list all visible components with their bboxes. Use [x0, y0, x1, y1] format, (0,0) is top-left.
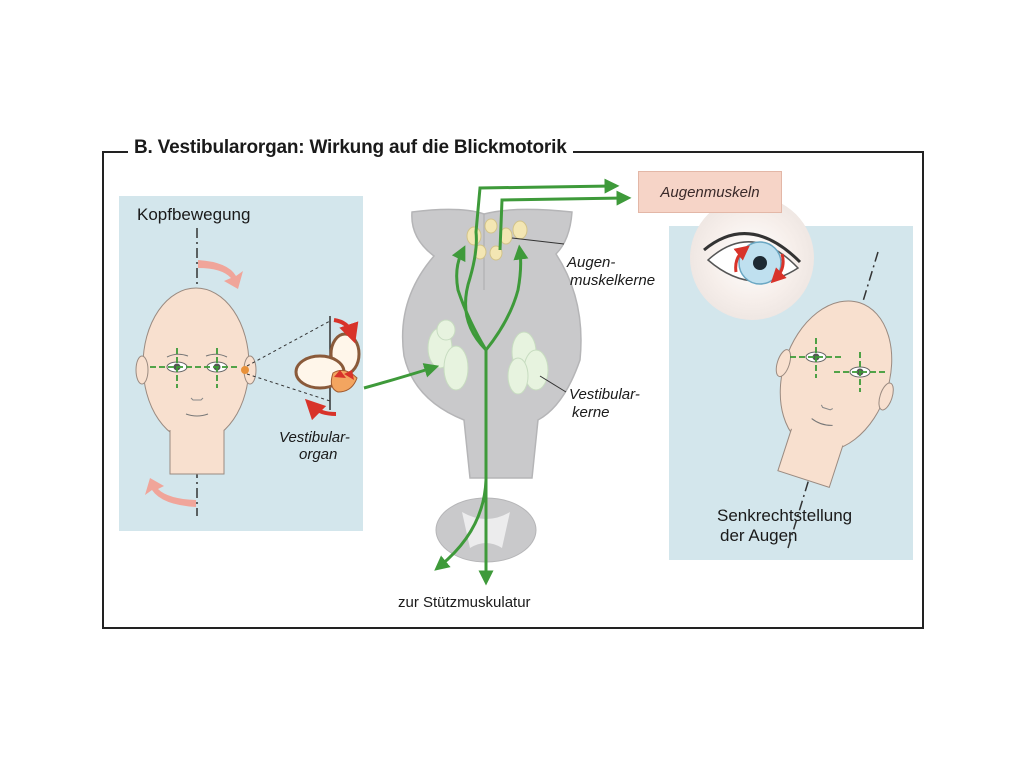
- vestibular-nuclei-label-line2: kerne: [572, 404, 610, 421]
- eye-closeup-detail: [703, 232, 802, 285]
- eye-muscle-nuclei-label-line1: Augen-: [567, 254, 616, 271]
- vestibular-organ-label-line2: organ: [299, 446, 338, 463]
- rotation-arrow-bottom: [145, 478, 196, 507]
- brainstem: [401, 208, 582, 563]
- vestibular-organ: [294, 332, 361, 393]
- red-arrow-lower: [304, 398, 337, 421]
- vertical-eyes-label-line2: der Augen: [720, 526, 798, 545]
- head-movement-label: Kopfbewegung: [137, 205, 251, 224]
- eye-muscle-nuclei: [466, 218, 528, 261]
- vestibular-nuclei-right: [507, 331, 549, 395]
- head-left: [135, 287, 257, 475]
- vestibular-nuclei-label-line1: Vestibular-: [569, 386, 640, 403]
- support-muscles-label: zur Stützmuskulatur: [398, 594, 531, 611]
- rotation-arrow-top: [198, 260, 243, 289]
- head-right: [775, 300, 894, 488]
- right-panel: [669, 196, 913, 560]
- vestibular-organ-label-line1: Vestibular-: [279, 429, 350, 446]
- red-arrow-upper: [333, 318, 359, 344]
- eye-muscle-nuclei-label-line2: muskelkerne: [570, 272, 656, 289]
- figure-title: B. Vestibularorgan: Wirkung auf die Blic…: [128, 137, 573, 159]
- left-panel: [119, 196, 363, 531]
- eye-muscles-box: Augenmuskeln: [638, 171, 782, 213]
- vertical-eyes-label-line1: Senkrechtstellung: [717, 506, 853, 525]
- neural-pathways: [363, 178, 632, 586]
- vestibular-nuclei-left: [427, 319, 469, 391]
